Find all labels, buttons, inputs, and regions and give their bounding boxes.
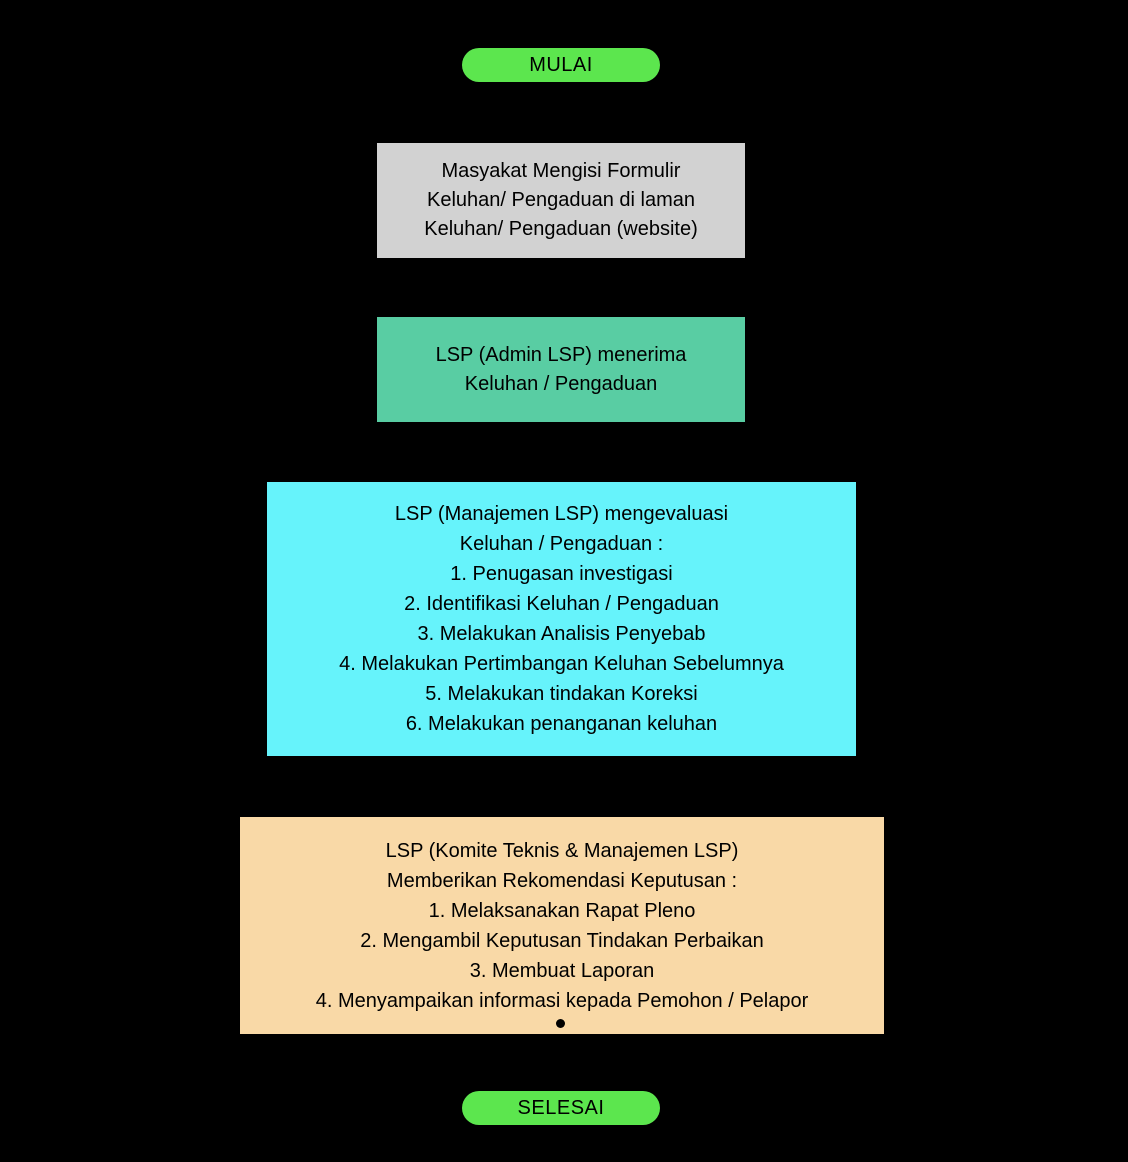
process-box-masyarakat-mengisi-formulir: Masyakat Mengisi Formulir Keluhan/ Penga… [377, 143, 745, 258]
process-box-komite-teknis-rekomendasi: LSP (Komite Teknis & Manajemen LSP) Memb… [240, 817, 884, 1034]
connector-arrowhead-dot [556, 1019, 565, 1028]
connector-arrowhead-dot [556, 475, 565, 484]
process-box-manajemen-lsp-mengevaluasi: LSP (Manajemen LSP) mengevaluasi Keluhan… [267, 482, 856, 756]
process-box-admin-lsp-menerima: LSP (Admin LSP) menerima Keluhan / Penga… [377, 317, 745, 422]
start-terminator: MULAI [462, 48, 660, 82]
connector-arrowhead-dot [556, 136, 565, 145]
connector-arrowhead-dot [556, 810, 565, 819]
end-terminator: SELESAI [462, 1091, 660, 1125]
connector-arrowhead-dot [556, 310, 565, 319]
